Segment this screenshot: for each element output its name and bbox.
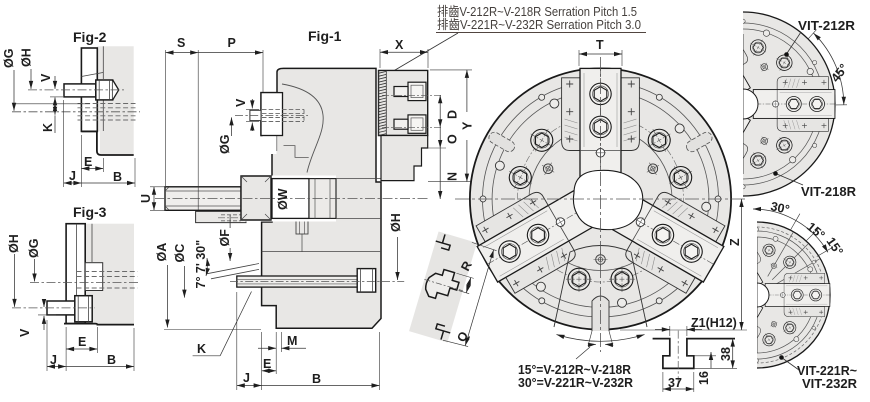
svg-text:ØH: ØH (20, 48, 34, 67)
svg-text:B: B (113, 170, 122, 184)
svg-text:V: V (39, 73, 53, 82)
svg-text:Fig-2: Fig-2 (73, 29, 107, 45)
svg-text:M: M (287, 334, 297, 348)
svg-text:排齒V-221R~V-232R Serration Pitc: 排齒V-221R~V-232R Serration Pitch 3.0 (437, 17, 641, 32)
svg-text:V: V (18, 328, 32, 337)
svg-text:ØG: ØG (2, 49, 16, 68)
svg-text:Fig-3: Fig-3 (73, 204, 107, 220)
svg-text:16: 16 (697, 371, 711, 385)
svg-text:E: E (263, 357, 271, 371)
svg-text:E: E (84, 155, 92, 169)
svg-text:ØF: ØF (218, 229, 232, 247)
svg-text:37: 37 (668, 376, 682, 390)
svg-text:P: P (228, 36, 236, 50)
svg-text:38: 38 (719, 347, 733, 361)
svg-text:S: S (177, 36, 185, 50)
svg-text:E: E (78, 335, 86, 349)
svg-text:Fig-1: Fig-1 (308, 28, 342, 44)
svg-text:ØG: ØG (218, 135, 232, 154)
svg-text:D: D (446, 110, 460, 119)
svg-text:ØW: ØW (276, 188, 290, 210)
svg-text:J: J (243, 371, 250, 385)
svg-text:N: N (446, 172, 460, 181)
svg-text:K: K (41, 123, 55, 132)
svg-text:7° 7' 30": 7° 7' 30" (194, 240, 208, 289)
svg-text:Z: Z (728, 238, 742, 246)
svg-text:Z1(H12): Z1(H12) (691, 316, 737, 330)
svg-text:VIT-212R: VIT-212R (798, 19, 855, 33)
svg-text:ØG: ØG (27, 239, 41, 258)
svg-text:排齒V-212R~V-218R Serration Pitc: 排齒V-212R~V-218R Serration Pitch 1.5 (437, 4, 637, 19)
svg-text:U: U (139, 194, 153, 203)
svg-text:VIT-221R~: VIT-221R~ (797, 364, 857, 378)
svg-text:ØC: ØC (173, 244, 187, 263)
svg-text:ØH: ØH (7, 234, 21, 253)
svg-text:V: V (234, 98, 248, 107)
svg-text:B: B (107, 353, 116, 367)
svg-text:ØH: ØH (389, 213, 403, 232)
svg-text:30°: 30° (769, 199, 790, 217)
svg-text:X: X (395, 38, 404, 52)
svg-text:J: J (69, 169, 76, 183)
svg-text:ØA: ØA (155, 243, 169, 262)
svg-text:30°=V-221R~V-232R: 30°=V-221R~V-232R (518, 376, 633, 390)
svg-text:15°=V-212R~V-218R: 15°=V-212R~V-218R (518, 363, 631, 377)
svg-text:K: K (197, 342, 206, 356)
svg-text:O: O (446, 134, 460, 144)
svg-text:VIT-218R: VIT-218R (801, 185, 856, 199)
svg-text:B: B (312, 372, 321, 386)
svg-text:Y: Y (461, 121, 475, 130)
svg-text:T: T (596, 38, 604, 52)
svg-text:VIT-232R: VIT-232R (802, 377, 857, 391)
svg-text:J: J (50, 353, 57, 367)
